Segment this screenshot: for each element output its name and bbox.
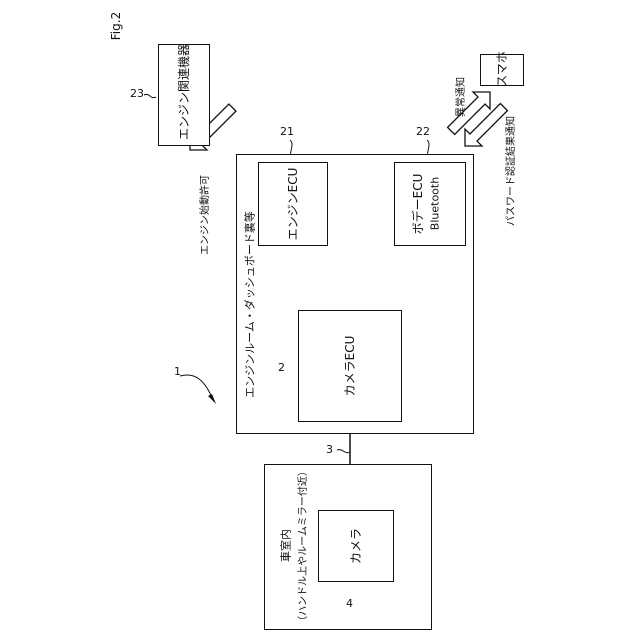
body-ecu-bluetooth: Bluetooth — [430, 164, 441, 244]
camera-ecu-label: カメラECU — [344, 326, 356, 406]
anomaly-arrow — [443, 84, 499, 140]
system-ref: 1 — [174, 366, 181, 377]
figure-label: Fig.2 — [110, 12, 122, 40]
engine-ecu-label: エンジンECU — [287, 164, 299, 244]
leader-3 — [337, 450, 350, 453]
cabin-sub-label: （ハンドル上やルームミラー付近） — [299, 456, 309, 636]
engine-device-label: エンジン関連機器 — [178, 42, 190, 142]
anomaly-label: 異常通知 — [457, 67, 467, 127]
leader-23 — [144, 94, 156, 97]
camera-label: カメラ — [350, 516, 362, 576]
engine-ecu-ref: 21 — [280, 126, 294, 137]
link-ref: 3 — [326, 444, 333, 455]
engine-device-ref: 23 — [130, 88, 144, 99]
body-ecu-label: ボデーECU — [412, 164, 424, 244]
engine-start-label: エンジン始動許可 — [201, 165, 211, 265]
cabin-label: 車室内 — [281, 516, 292, 576]
engine-room-label: エンジンルーム・ダッシュボード裏等 — [245, 195, 256, 415]
password-label: パスワード認証結果通知 — [507, 111, 517, 231]
body-ecu-ref: 22 — [416, 126, 430, 137]
leader-1-arrowhead — [208, 394, 216, 404]
camera-ref: 4 — [346, 598, 353, 609]
smartphone-label: スマホ — [496, 47, 508, 91]
camera-ecu-ref: 2 — [278, 362, 285, 373]
leader-1 — [180, 375, 213, 400]
